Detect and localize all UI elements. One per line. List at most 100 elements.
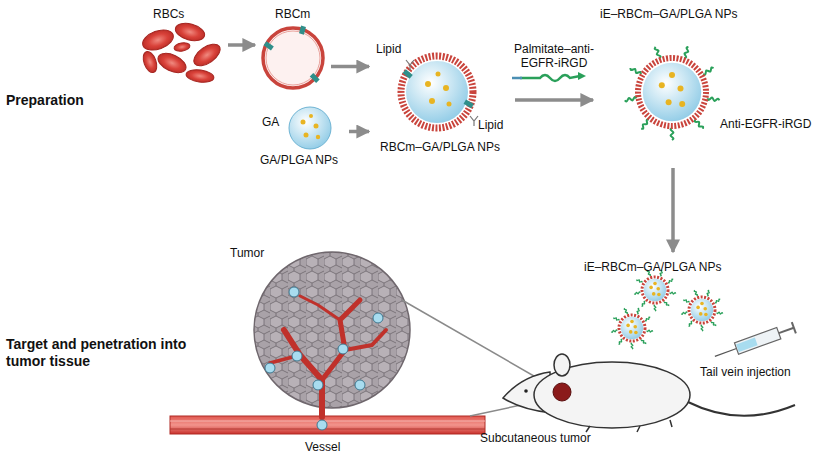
ligand: [668, 279, 673, 283]
ligand: [655, 47, 661, 58]
ligand: [703, 67, 713, 74]
drug-dot: [669, 72, 675, 78]
ligand: [671, 128, 674, 140]
vessel-branches: [270, 296, 386, 417]
core: [643, 63, 701, 121]
ligand: [707, 98, 719, 101]
nanoparticle-dots: [265, 287, 383, 430]
targeted-nanoparticle-group: [611, 270, 722, 349]
ligand: [717, 312, 723, 314]
drug-dot: [700, 302, 704, 306]
part-label: Lipid: [478, 118, 503, 132]
ligand: [681, 312, 687, 315]
part-label: RBCm–GA/PLGA NPs: [380, 140, 500, 154]
drug-dot: [629, 330, 633, 334]
drug-dot: [659, 82, 665, 88]
ligand: [654, 305, 656, 311]
ligand: [670, 292, 676, 294]
membrane: [638, 58, 706, 126]
section-heading: Preparation: [6, 92, 84, 109]
drug-dot: [696, 306, 700, 310]
ligand: [715, 299, 720, 303]
process-arrow: [349, 130, 369, 134]
ligand: [645, 317, 650, 321]
drug-dot: [704, 313, 708, 317]
tumor-tissue: [254, 252, 410, 408]
ligand: [664, 301, 668, 306]
process-arrow: [228, 43, 255, 47]
drug-dot: [653, 282, 657, 286]
ligand: [695, 120, 703, 129]
part-label: GA/PLGA NPs: [260, 153, 338, 167]
drug-dot: [626, 324, 630, 328]
ligand: [641, 119, 649, 128]
ligand: [689, 321, 693, 326]
ligand: [642, 301, 646, 306]
nanoparticle-group: iE–RBCm–GA/PLGA NPs: [580, 255, 750, 365]
ligand: [684, 47, 688, 58]
ligand: [630, 68, 640, 74]
part-label: iE–RBCm–GA/PLGA NPs: [584, 260, 721, 274]
drug-dot: [657, 293, 661, 297]
arrow-label: Palmitate–anti-EGFR-iRGD: [508, 42, 600, 70]
ligand: [647, 330, 653, 332]
ligand: [707, 290, 709, 296]
drug-dot: [699, 312, 703, 316]
part-label: RBCs: [153, 7, 184, 21]
part-label: Tumor: [230, 246, 264, 260]
ligand: [711, 321, 715, 326]
zoom-line: [402, 300, 553, 387]
ligand: [625, 97, 637, 101]
rbc-membrane-vesicle: [263, 26, 323, 88]
syringe: [713, 322, 796, 362]
part-label: Lipid: [376, 42, 401, 56]
part-label: Vessel: [305, 440, 340, 454]
conjugate-strand: [520, 75, 580, 81]
process-arrow: [671, 168, 675, 252]
drug-dot: [678, 86, 684, 92]
drug-dot: [679, 101, 685, 107]
process-arrow: [515, 98, 593, 102]
membrane: [689, 297, 715, 323]
mouse: [503, 354, 795, 432]
process-arrow: [331, 65, 369, 69]
core: [691, 299, 713, 321]
ligand: [637, 280, 642, 283]
section-heading: Target and penetration into tumor tissue: [6, 336, 191, 370]
part-label: RBCm: [275, 7, 310, 21]
part-label: Subcutaneous tumor: [480, 431, 591, 445]
part-label: Anti-EGFR-iRGD: [720, 117, 811, 131]
blood-vessel: [170, 416, 485, 434]
part-label: GA: [262, 115, 279, 129]
ligand: [694, 290, 697, 296]
membrane: [619, 315, 645, 341]
nanoparticle-group: iE–RBCm–GA/PLGA NPsAnti-EGFR-iRGD: [596, 5, 810, 165]
ligand: [641, 339, 645, 344]
drug-dot: [656, 287, 660, 291]
plga-nanoparticle: [289, 107, 331, 149]
peptide-tip: [578, 72, 586, 80]
ligand: [619, 339, 623, 344]
membrane-group: RBCm: [258, 5, 328, 93]
ligand: [637, 308, 639, 314]
drug-dot: [703, 307, 707, 311]
ligand: [631, 343, 633, 349]
drug-dot: [649, 286, 653, 290]
core: [621, 317, 643, 339]
part-label: Tail vein injection: [700, 365, 791, 379]
drug-dot: [666, 99, 672, 105]
ligand: [701, 325, 703, 331]
ligand: [634, 292, 640, 295]
drug-dot: [633, 325, 637, 329]
ligand: [684, 300, 689, 303]
part-label: iE–RBCm–GA/PLGA NPs: [600, 7, 737, 21]
ligand: [624, 308, 627, 314]
nanoparticle-group: GA GA/PLGA NPs: [258, 103, 346, 170]
drug-dot: [634, 331, 638, 335]
core: [644, 279, 666, 301]
palmitate-tail: [512, 77, 522, 80]
red-blood-cells: [140, 20, 224, 83]
